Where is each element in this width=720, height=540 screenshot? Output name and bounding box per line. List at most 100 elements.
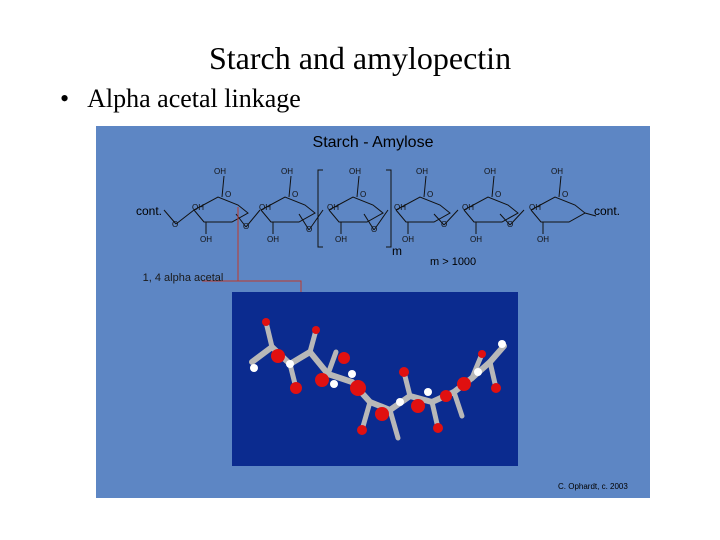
backbone-bond-1 [249,344,275,365]
ring-5-oh-upper: OH [462,203,474,212]
link-bond-a-5 [499,213,511,226]
backbone-bond-7 [367,399,393,413]
link-oxygen-5: O [507,220,513,229]
ring-5-ch2oh-label: OH [484,167,496,176]
ring-1-ch2oh-bond [221,175,225,198]
link-bond-a-4 [433,213,445,226]
ring-2-oh-upper: OH [259,203,271,212]
oxygen-atom-11 [357,425,367,435]
link-bond-a-2 [298,213,310,231]
ring-6-oh-upper: OH [529,203,541,212]
ring-2-outline [260,196,316,223]
oxygen-atom-15 [399,367,409,377]
link-bond-a-3 [363,213,375,231]
ring-4-oh-upper: OH [394,203,406,212]
ring-1-oh-lower: OH [200,235,212,244]
ring-6-oh-lower: OH [537,235,549,244]
ring-2-ch2oh-label: OH [281,167,293,176]
ring-1-ch2oh-label: OH [214,167,226,176]
molecule-3d-model [249,318,507,441]
cont-bond-right [584,212,597,217]
ring-5-ch2oh-bond [491,175,495,198]
link-bond-b-1 [245,209,261,228]
continuation-label-right: cont. [594,204,621,218]
ring-6-ch2oh-label: OH [551,167,563,176]
backbone-bond-9 [407,393,435,405]
hydrogen-atom-6 [474,368,482,376]
ring-1-ring-oxygen: O [225,190,231,199]
oxygen-atom-7 [411,399,425,413]
ring-1-oh-upper: OH [192,203,204,212]
ring-4-ring-oxygen: O [427,190,433,199]
branch-bond-5 [387,407,401,441]
ring-1-outline [193,196,249,223]
hydrogen-atom-7 [250,364,258,372]
link-oxygen-4: O [441,220,447,229]
oxygen-atom-3 [315,373,329,387]
backbone-bond-5 [325,371,355,385]
figure-title: Starch - Amylose [312,134,434,151]
ring-3-outline [328,196,384,223]
image-credit: C. Ophardt, c. 2003 [558,482,628,491]
linkage-label: 1, 4 alpha acetal [142,272,224,284]
ring-4-ch2oh-bond [423,175,427,198]
ring-6-ch2oh-bond [558,175,562,198]
hydrogen-atom-1 [286,360,294,368]
pointer-line-structure [202,207,239,282]
oxygen-atom-8 [440,390,452,402]
bullet-text: Alpha acetal linkage [87,84,301,113]
slide-title: Starch and amylopectin [208,40,512,76]
ring-3-ch2oh-bond [356,175,360,198]
cont-bond-left [163,209,177,225]
bullet-marker: • [60,84,70,113]
branch-bond-11 [469,351,485,381]
oxygen-atom-4 [338,352,350,364]
link-bond-b-4 [443,209,459,226]
oxygen-atom-5 [350,380,366,396]
branch-bond-7 [451,389,465,419]
bullet-item: • Alpha acetal linkage [60,84,301,114]
oxygen-atom-12 [433,423,443,433]
ring-6-ring-oxygen: O [562,190,568,199]
oxygen-atom-1 [271,349,285,363]
ring-5-ring-oxygen: O [495,190,501,199]
repeat-condition-label: m > 1000 [430,256,477,268]
ring-3-ch2oh-label: OH [349,167,361,176]
oxygen-atom-2 [290,382,302,394]
link-bond-b-2 [308,209,324,231]
link-oxygen-3: O [371,225,377,234]
ring-5-outline [463,196,519,223]
branch-bond-3 [325,349,339,377]
hydrogen-atom-8 [498,340,506,348]
ring-4-outline [395,196,451,223]
link-bond-b-5 [509,209,525,226]
ring-3-oh-upper: OH [327,203,339,212]
cont-bond-left-2 [175,209,195,225]
ring-3-ring-oxygen: O [360,190,366,199]
hydrogen-atom-4 [396,398,404,406]
ring-2-oh-lower: OH [267,235,279,244]
branch-bond-1 [263,319,275,350]
hydrogen-atom-2 [330,380,338,388]
repeat-bracket-right [386,169,392,248]
backbone-bond-4 [307,349,331,377]
hydrogen-atom-5 [424,388,432,396]
oxygen-atom-13 [491,383,501,393]
oxygen-atom-6 [375,407,389,421]
repeat-bracket-left [317,169,323,248]
link-bond-b-3 [373,209,389,231]
continuation-label-left: cont. [136,204,163,218]
ring-4-oh-lower: OH [402,235,414,244]
amylose-structure-diagram: OH O OH OH OH O OH OH OH O OH OH OH O OH OH OH O OH OH OH O OH… [163,167,597,326]
link-oxygen-2: O [306,225,312,234]
ring-2-ch2oh-bond [288,175,292,198]
ring-4-ch2oh-label: OH [416,167,428,176]
hydrogen-atom-3 [348,370,356,378]
ring-2-ring-oxygen: O [292,190,298,199]
oxygen-atom-16 [478,350,486,358]
ring-5-oh-lower: OH [470,235,482,244]
oxygen-atom-14 [312,326,320,334]
backbone-bond-13 [487,343,507,365]
oxygen-atom-9 [457,377,471,391]
